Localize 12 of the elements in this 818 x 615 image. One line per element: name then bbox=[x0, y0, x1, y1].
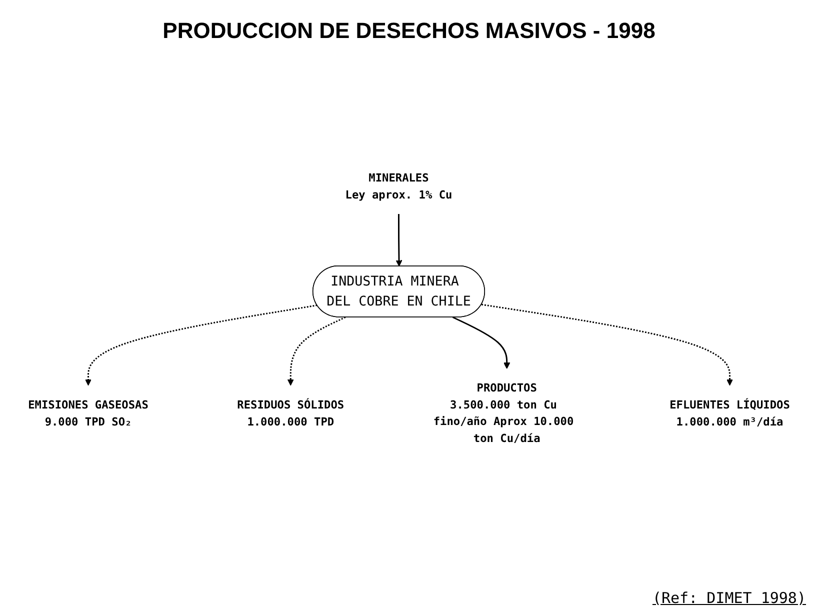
node-text: PRODUCTOS 3.500.000 ton Cu fino/año Aprox 10.000 ton Cu/día bbox=[433, 381, 574, 445]
diagram-title: PRODUCCION DE DESECHOS MASIVOS - 1998 bbox=[162, 18, 656, 44]
arrow bbox=[85, 304, 318, 386]
arrow bbox=[481, 304, 733, 386]
node-text: RESIDUOS SÓLIDOS 1.000.000 TPD bbox=[237, 398, 344, 428]
arrow bbox=[452, 316, 510, 369]
reference-note: (Ref: DIMET 1998) bbox=[652, 589, 806, 607]
node-text: EFLUENTES LÍQUIDOS 1.000.000 m³/día bbox=[670, 398, 790, 428]
arrow bbox=[287, 316, 346, 386]
node-text: EMISIONES GASEOSAS 9.000 TPD SO₂ bbox=[28, 398, 148, 428]
arrow bbox=[396, 214, 402, 266]
node-text: MINERALES Ley aprox. 1% Cu bbox=[345, 171, 452, 202]
